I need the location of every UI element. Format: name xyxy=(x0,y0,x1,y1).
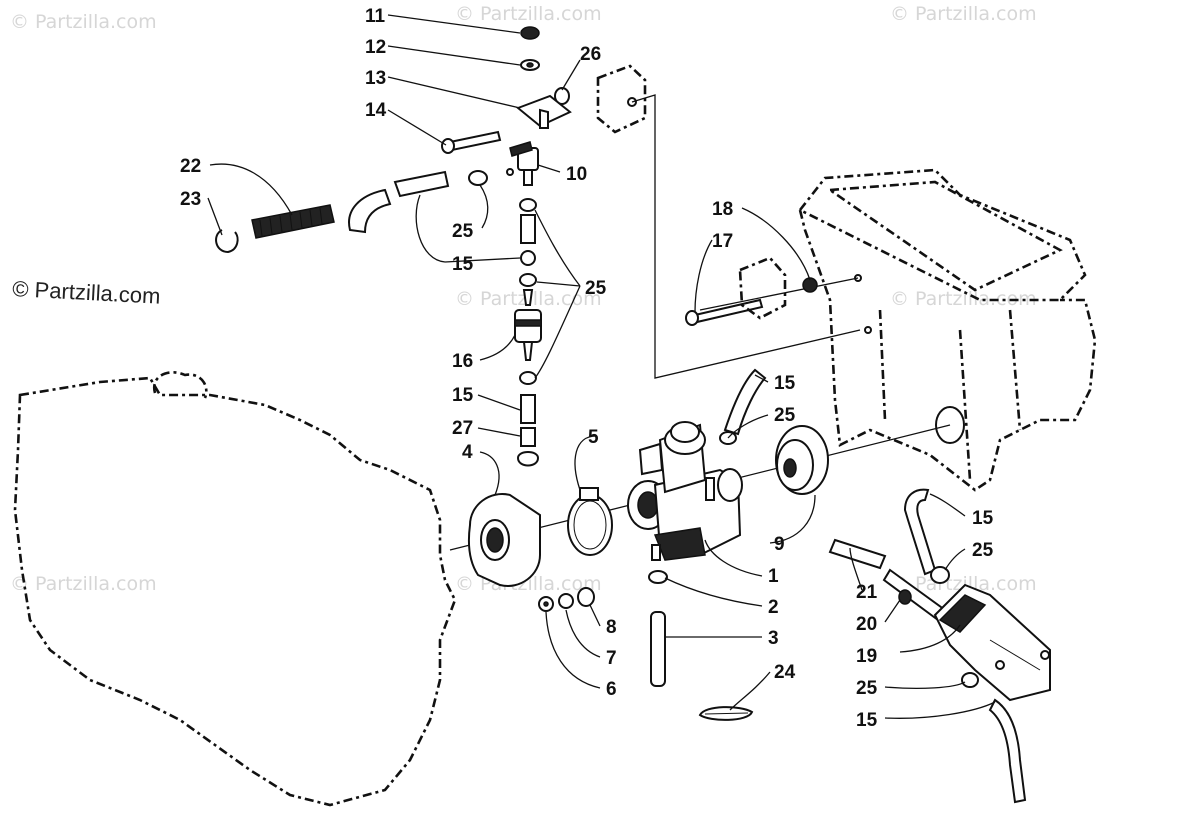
callout-8: 8 xyxy=(606,617,617,638)
engine-cap-outline xyxy=(152,371,208,399)
part-22-spring xyxy=(251,204,335,239)
airbox xyxy=(797,168,1097,492)
alignment-line xyxy=(699,277,859,311)
watermark: © Partzilla.com xyxy=(890,3,1037,25)
watermark: © Partzilla.com xyxy=(10,573,157,595)
part-6-washer xyxy=(538,596,554,612)
part-20-fitting xyxy=(898,589,912,605)
callout-15b: 15 xyxy=(452,385,474,406)
callout-25c: 25 xyxy=(774,405,796,426)
callout-16: 16 xyxy=(452,351,473,372)
callout-23: 23 xyxy=(180,189,201,210)
callout-2: 2 xyxy=(768,597,779,618)
watermark: © Partzilla.com xyxy=(890,573,1037,595)
part-23-clip xyxy=(215,229,239,254)
part-15-hose-upper xyxy=(348,170,450,234)
callouts: 11 12 13 14 26 10 22 23 25 15 25 16 15 2… xyxy=(180,6,994,731)
part-24-strap xyxy=(698,706,754,721)
callout-22: 22 xyxy=(180,156,201,177)
part-4-intake-flange xyxy=(468,493,541,587)
callout-5: 5 xyxy=(588,427,599,448)
callout-25a: 25 xyxy=(452,221,474,242)
callout-10: 10 xyxy=(566,164,587,185)
callout-3: 3 xyxy=(768,628,779,649)
part-18-spacer xyxy=(802,277,818,293)
callout-25e: 25 xyxy=(856,678,878,699)
callout-7: 7 xyxy=(606,648,617,669)
callout-25d: 25 xyxy=(972,540,994,561)
part-8-nut xyxy=(577,587,595,607)
callout-21: 21 xyxy=(856,582,878,603)
callout-12: 12 xyxy=(365,37,386,58)
callout-25b: 25 xyxy=(585,278,607,299)
watermark-dark: © Partzilla.com xyxy=(12,276,161,309)
part-25-clamp-lower xyxy=(961,672,979,688)
callout-9: 9 xyxy=(774,534,785,555)
part-1-carburetor xyxy=(627,421,743,561)
alignment-line xyxy=(631,94,861,379)
part-10-fuel-valve xyxy=(506,141,539,186)
callout-19: 19 xyxy=(856,646,877,667)
callout-6: 6 xyxy=(606,679,617,700)
watermark: © Partzilla.com xyxy=(890,288,1037,310)
part-14-bolt xyxy=(441,130,502,154)
part-17-bolt xyxy=(685,298,764,326)
callout-27: 27 xyxy=(452,418,473,439)
vertical-fuel-stack xyxy=(514,198,542,467)
mount-block xyxy=(596,64,647,134)
callout-4: 4 xyxy=(462,442,473,463)
callout-15a: 15 xyxy=(452,254,474,275)
callout-15e: 15 xyxy=(856,710,878,731)
engine-outline xyxy=(13,376,457,807)
callout-13: 13 xyxy=(365,68,386,89)
part-25-clamp-right xyxy=(930,566,950,584)
callout-11: 11 xyxy=(365,6,386,27)
callout-15d: 15 xyxy=(972,508,994,529)
callout-18: 18 xyxy=(712,199,733,220)
part-12-washer xyxy=(520,59,540,71)
part-15-hose-carb xyxy=(719,368,767,445)
part-3-tube xyxy=(650,611,666,687)
callout-14: 14 xyxy=(365,100,387,121)
callout-15c: 15 xyxy=(774,373,796,394)
callout-24: 24 xyxy=(774,662,796,683)
callout-26: 26 xyxy=(580,44,601,65)
callout-20: 20 xyxy=(856,614,877,635)
callout-17: 17 xyxy=(712,231,733,252)
part-19-fuel-pump xyxy=(933,583,1051,702)
bracket-outline xyxy=(738,256,787,320)
part-5-clamp xyxy=(567,487,613,556)
part-2-clamp xyxy=(648,570,668,584)
part-9-intake-boot xyxy=(775,425,829,495)
part-25-clamp xyxy=(468,170,488,186)
part-7-lockwasher xyxy=(558,593,574,609)
watermark: © Partzilla.com xyxy=(455,3,602,25)
part-13-bracket xyxy=(516,94,572,129)
watermark: © Partzilla.com xyxy=(10,11,157,33)
leader-lines xyxy=(207,14,996,719)
part-15-hose-right-top xyxy=(903,488,937,576)
callout-1: 1 xyxy=(768,566,779,587)
part-15-hose-right-bottom xyxy=(988,698,1027,804)
part-26-bushing xyxy=(554,87,570,105)
part-11-nut xyxy=(520,26,540,40)
